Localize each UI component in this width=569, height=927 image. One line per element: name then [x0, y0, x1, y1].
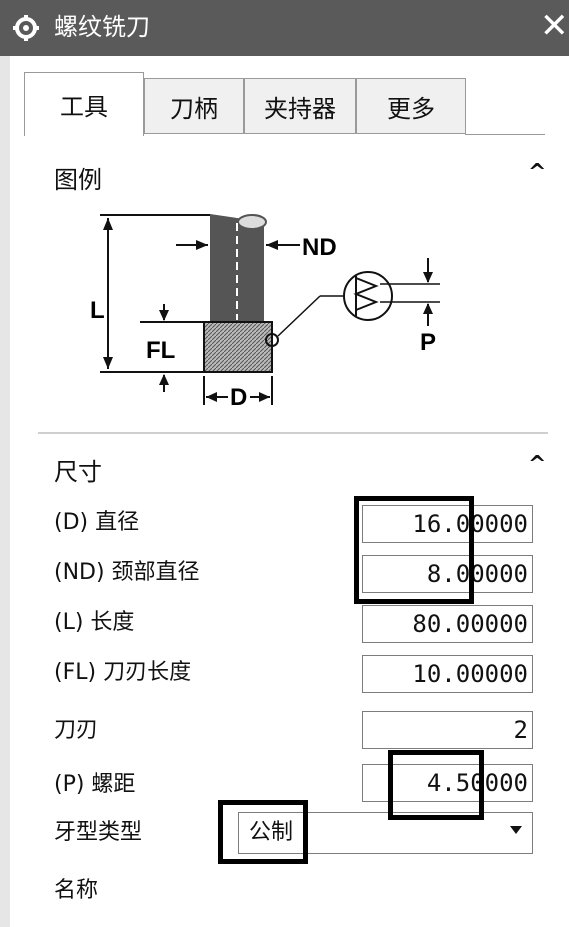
gear-icon [13, 15, 39, 41]
tab-strip-line [465, 134, 545, 135]
neck-diameter-input[interactable]: 8.00000 [362, 555, 533, 593]
pitch-input[interactable]: 4.50000 [362, 764, 533, 802]
chevron-down-icon[interactable] [510, 826, 522, 834]
label-FL: FL [146, 337, 175, 364]
label-ND: ND [302, 234, 337, 261]
window-title: 螺纹铣刀 [54, 13, 150, 41]
legend-section-title: 图例 [54, 166, 102, 194]
label-L: L [90, 297, 105, 324]
flute-length-label: (FL) 刀刃长度 [54, 660, 192, 685]
section-divider [38, 432, 548, 434]
flutes-label: 刀刃 [54, 718, 99, 743]
neck-diameter-label: (ND) 颈部直径 [54, 560, 200, 585]
diameter-label: (D) 直径 [54, 510, 140, 535]
length-input[interactable]: 80.00000 [362, 605, 533, 643]
tab-more[interactable]: 更多 [356, 78, 466, 134]
dimensions-section-title: 尺寸 [54, 458, 102, 486]
label-P: P [420, 329, 436, 356]
label-D: D [230, 384, 247, 411]
thread-type-label: 牙型类型 [54, 820, 143, 845]
length-label: (L) 长度 [54, 610, 135, 635]
name-label: 名称 [54, 878, 99, 903]
tab-tool[interactable]: 工具 [24, 72, 144, 136]
title-bar: 螺纹铣刀 ✕ [0, 0, 569, 56]
tab-holder[interactable]: 夹持器 [244, 78, 356, 134]
pitch-label: (P) 螺距 [54, 772, 136, 797]
tool-diagram: L ND FL D P [90, 210, 440, 411]
dimensions-collapse-caret[interactable]: ^ [528, 452, 547, 477]
diameter-input[interactable]: 16.00000 [362, 505, 533, 543]
window-left-frame [0, 56, 10, 927]
legend-collapse-caret[interactable]: ^ [528, 160, 547, 185]
flute-length-input[interactable]: 10.00000 [362, 655, 533, 693]
thread-type-value: 公制 [249, 820, 294, 845]
thread-type-select[interactable]: 公制 [238, 812, 533, 854]
tab-shank[interactable]: 刀柄 [144, 78, 244, 134]
close-button[interactable]: ✕ [540, 6, 569, 46]
flutes-input[interactable]: 2 [362, 711, 533, 749]
